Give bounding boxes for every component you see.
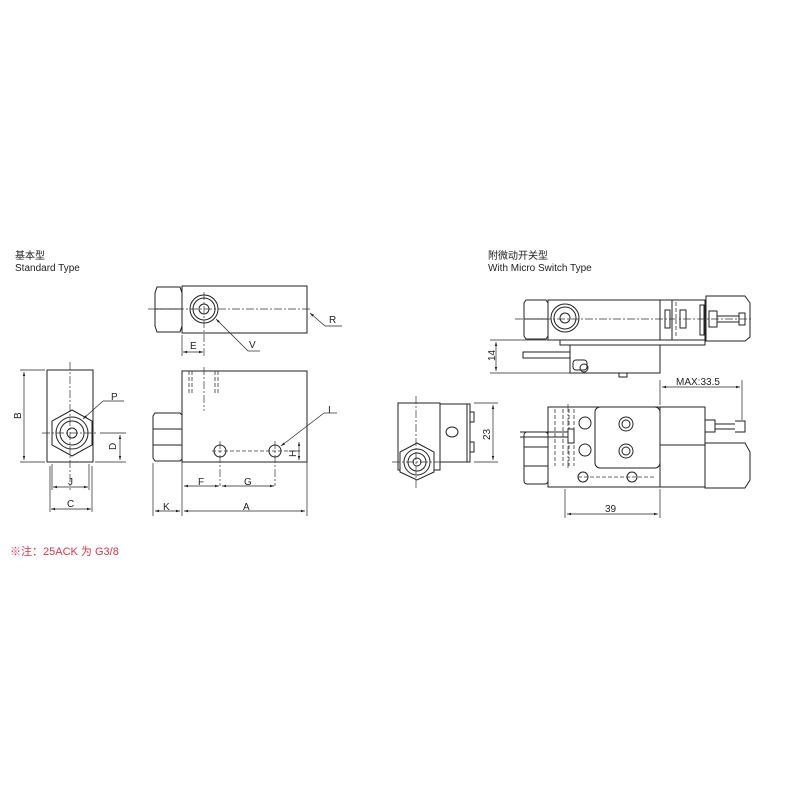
micro-title-en: With Micro Switch Type bbox=[488, 263, 592, 274]
label-g: G bbox=[244, 477, 252, 488]
note-text: ※注：25ACK 为 G3/8 bbox=[10, 546, 119, 558]
standard-top-view bbox=[148, 285, 342, 356]
label-a: A bbox=[243, 502, 250, 513]
label-h: H bbox=[288, 450, 299, 457]
label-v: V bbox=[249, 340, 256, 351]
dim-23: 23 bbox=[482, 428, 493, 440]
micro-front-view bbox=[392, 396, 498, 488]
label-p: P bbox=[111, 392, 118, 403]
standard-title-cn: 基本型 bbox=[15, 251, 45, 262]
label-f: F bbox=[198, 477, 204, 488]
label-i: I bbox=[328, 405, 331, 416]
label-b: B bbox=[13, 412, 24, 419]
standard-side-view bbox=[152, 367, 337, 516]
micro-bottom-view bbox=[520, 380, 751, 518]
dim-max: MAX:33.5 bbox=[676, 377, 720, 388]
standard-title-en: Standard Type bbox=[15, 263, 80, 274]
dim-39: 39 bbox=[605, 504, 617, 515]
micro-top-view bbox=[490, 295, 753, 378]
label-d: D bbox=[108, 443, 119, 450]
label-c: C bbox=[67, 499, 74, 510]
micro-title-cn: 附微动开关型 bbox=[488, 251, 548, 262]
standard-front-view bbox=[20, 362, 126, 512]
label-k: K bbox=[163, 502, 170, 513]
dim-14: 14 bbox=[487, 349, 498, 361]
label-e: E bbox=[190, 341, 197, 352]
label-j: J bbox=[68, 477, 73, 488]
label-r: R bbox=[329, 315, 336, 326]
